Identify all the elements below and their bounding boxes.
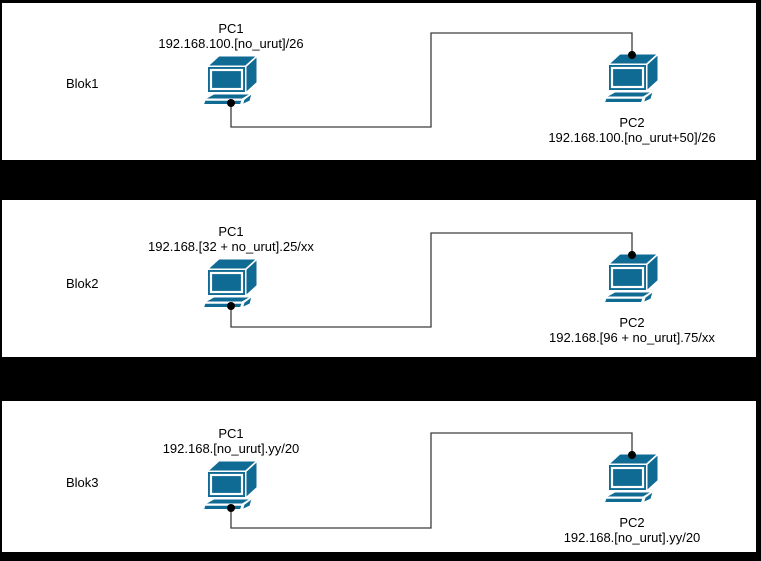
desktop-pc-icon	[204, 460, 259, 512]
pc-name-label: PC2	[619, 515, 645, 530]
pc2-node[interactable]: PC2 192.168.100.[no_urut+50]/26	[502, 53, 761, 145]
pc-name-label: PC1	[218, 224, 244, 239]
network-block-blok3: Blok3 PC1 192.168.[no_urut].yy/20 PC2 19…	[2, 401, 756, 552]
pc1-node[interactable]: PC1 192.168.100.[no_urut]/26	[101, 21, 361, 107]
pc-ip-label: 192.168.100.[no_urut+50]/26	[548, 130, 716, 145]
pc2-node[interactable]: PC2 192.168.[96 + no_urut].75/xx	[502, 253, 761, 345]
block-label: Blok3	[66, 475, 99, 490]
pc-ip-label: 192.168.[96 + no_urut].75/xx	[549, 330, 715, 345]
block-label: Blok2	[66, 276, 99, 291]
pc-ip-label: 192.168.100.[no_urut]/26	[158, 36, 304, 51]
pc-ip-label: 192.168.[no_urut].yy/20	[162, 441, 300, 456]
network-block-blok1: Blok1 PC1 192.168.100.[no_urut]/26 PC2 1…	[2, 3, 756, 160]
pc-name-label: PC2	[619, 115, 645, 130]
pc-ip-label: 192.168.[no_urut].yy/20	[563, 530, 701, 545]
desktop-pc-icon	[204, 258, 259, 310]
pc2-node[interactable]: PC2 192.168.[no_urut].yy/20	[502, 453, 761, 545]
pc-ip-label: 192.168.[32 + no_urut].25/xx	[148, 239, 314, 254]
pc1-node[interactable]: PC1 192.168.[no_urut].yy/20	[101, 426, 361, 512]
desktop-pc-icon	[204, 55, 259, 107]
desktop-pc-icon	[605, 453, 660, 505]
pc-name-label: PC2	[619, 315, 645, 330]
network-block-blok2: Blok2 PC1 192.168.[32 + no_urut].25/xx P…	[2, 200, 756, 357]
pc-name-label: PC1	[218, 426, 244, 441]
desktop-pc-icon	[605, 253, 660, 305]
pc-name-label: PC1	[218, 21, 244, 36]
block-label: Blok1	[66, 76, 99, 91]
desktop-pc-icon	[605, 53, 660, 105]
pc1-node[interactable]: PC1 192.168.[32 + no_urut].25/xx	[101, 224, 361, 310]
